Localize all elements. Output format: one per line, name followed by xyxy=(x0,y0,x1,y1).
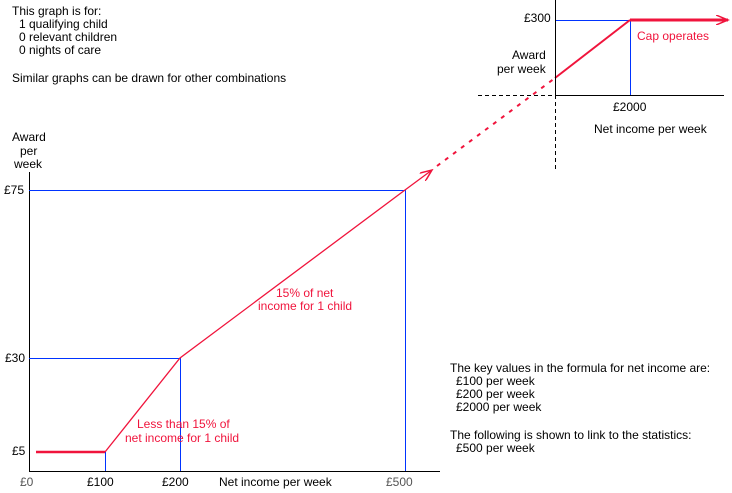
award-dashed-extension xyxy=(436,77,556,167)
inset-award-line xyxy=(554,19,631,79)
x-tick-100: £100 xyxy=(87,475,114,489)
inset-y-label: Award xyxy=(512,48,546,62)
guide-lines xyxy=(29,20,631,471)
key-value-item: £200 per week xyxy=(456,387,535,401)
x-tick-200: £200 xyxy=(162,475,189,489)
steep-annotation: net income for 1 child xyxy=(125,431,240,445)
x-tick-500: £500 xyxy=(386,475,413,489)
y-axis-label: Award xyxy=(12,130,46,144)
y-axis-label: per xyxy=(20,144,38,158)
stats-item: £500 per week xyxy=(456,441,535,455)
stats-title: The following is shown to link to the st… xyxy=(450,428,692,442)
intro-title: This graph is for: xyxy=(12,4,102,18)
intro-note: Similar graphs can be drawn for other co… xyxy=(12,71,287,85)
cap-label: Cap operates xyxy=(637,29,710,43)
inset-x-tick: £2000 xyxy=(613,100,647,114)
key-value-item: £100 per week xyxy=(456,374,535,388)
award-line xyxy=(104,170,432,453)
y-tick-30: £30 xyxy=(5,351,26,365)
inset-y-label: per week xyxy=(497,62,546,76)
intro-line: 1 qualifying child xyxy=(19,17,108,31)
key-values-title: The key values in the formula for net in… xyxy=(450,361,711,375)
steep-annotation: Less than 15% of xyxy=(137,417,230,431)
y-tick-75: £75 xyxy=(4,183,25,197)
y-tick-5: £5 xyxy=(12,444,26,458)
main-annotation: 15% of net xyxy=(276,286,334,300)
intro-line: 0 nights of care xyxy=(19,43,102,57)
y-axis-label: week xyxy=(14,157,43,171)
key-value-item: £2000 per week xyxy=(456,400,542,414)
inset-x-label: Net income per week xyxy=(594,122,707,136)
intro-line: 0 relevant children xyxy=(19,30,118,44)
x-axis-label: Net income per week xyxy=(219,475,332,489)
inset-y-tick: £300 xyxy=(524,11,551,25)
main-annotation: income for 1 child xyxy=(258,299,353,313)
x-tick-0: £0 xyxy=(20,475,34,489)
